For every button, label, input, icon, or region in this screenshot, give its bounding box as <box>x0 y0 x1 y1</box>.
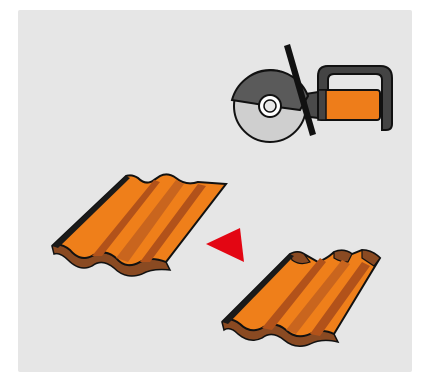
cut-off-saw-icon <box>232 44 392 142</box>
roof-tile-whole-icon <box>52 174 226 276</box>
arrow-right-triangle-icon <box>206 228 244 262</box>
roof-tile-trimmed-icon <box>222 250 380 346</box>
